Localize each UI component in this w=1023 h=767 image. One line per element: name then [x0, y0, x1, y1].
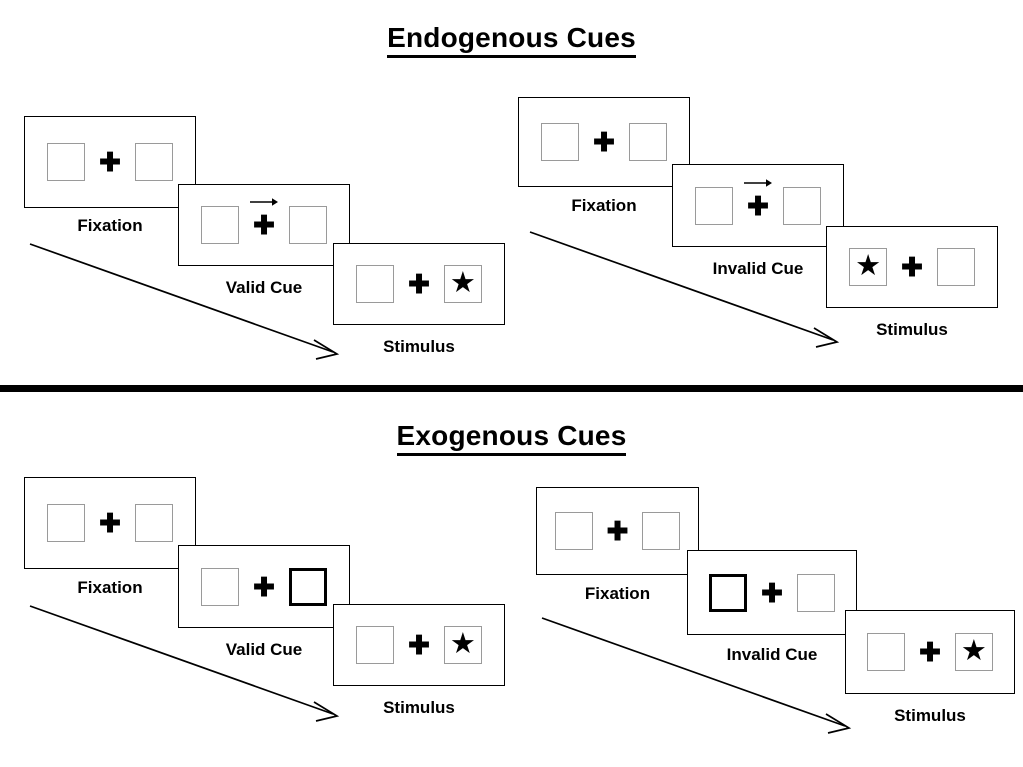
left-box: [201, 567, 240, 606]
frame-exo-invalid-fixation: ✚: [536, 487, 699, 575]
right-box-with-stimulus: ★: [954, 633, 993, 671]
fixation-cross-icon: ✚: [901, 252, 923, 282]
star-icon: ★: [960, 634, 987, 667]
fixation-cross-icon: ✚: [408, 630, 430, 660]
right-box: [288, 206, 327, 244]
fixation-cross-icon: ✚: [593, 127, 615, 157]
fixation-cross-icon: ✚: [253, 571, 275, 602]
right-box: [628, 123, 667, 161]
frame-label-fixation: Fixation: [77, 578, 143, 597]
frame-endo-valid-cue: ✚: [178, 184, 350, 266]
frame-endo-valid-fixation: ✚: [24, 116, 196, 208]
endogenous-section: Endogenous Cues ✚ Fixation ✚ Valid Cue ✚: [0, 22, 1023, 360]
frame-label-fixation: Fixation: [77, 216, 143, 235]
left-box: [695, 186, 734, 225]
left-box-cued: [709, 573, 748, 612]
frame-endo-invalid-fixation: ✚: [518, 97, 690, 187]
right-box: [134, 504, 173, 542]
right-box-with-stimulus: ★: [443, 626, 482, 664]
right-arrow-icon: [743, 178, 772, 187]
fixation-cross-icon: ✚: [249, 198, 278, 238]
right-box-with-stimulus: ★: [443, 265, 482, 303]
frame-endo-invalid-stimulus: ★ ✚: [826, 226, 998, 308]
right-box-cued: [288, 567, 327, 606]
frame-label-stimulus: Stimulus: [876, 320, 948, 339]
right-box: [642, 512, 681, 550]
endogenous-section-title: Endogenous Cues: [0, 22, 1023, 58]
frame-exo-valid-cue: ✚: [178, 545, 350, 628]
left-box: [201, 206, 240, 244]
exogenous-section: Exogenous Cues ✚ Fixation ✚ Valid Cue ✚ …: [0, 392, 1023, 767]
fixation-cross-icon: ✚: [606, 516, 629, 546]
right-box: [796, 573, 835, 612]
frame-label-fixation: Fixation: [571, 196, 637, 215]
frame-label-valid-cue: Valid Cue: [225, 278, 303, 297]
frame-label-valid-cue: Valid Cue: [225, 640, 303, 659]
frame-label-fixation: Fixation: [584, 584, 651, 603]
left-box: [541, 123, 580, 161]
frame-exo-valid-fixation: ✚: [24, 477, 196, 569]
frame-label-stimulus: Stimulus: [383, 698, 455, 717]
frame-label-stimulus: Stimulus: [383, 337, 455, 356]
right-box: [134, 143, 173, 181]
frame-exo-valid-stimulus: ✚ ★: [333, 604, 505, 686]
fixation-cross-icon: ✚: [99, 147, 121, 177]
left-box: [356, 626, 395, 664]
fixation-cross-icon: ✚: [919, 637, 941, 667]
right-arrow-icon: [249, 198, 278, 206]
star-icon: ★: [855, 249, 882, 282]
right-box: [936, 248, 975, 286]
left-box-with-stimulus: ★: [849, 248, 888, 286]
left-box: [47, 504, 86, 542]
left-box: [867, 633, 906, 671]
frame-endo-invalid-cue: ✚: [672, 164, 844, 247]
fixation-cross-icon: ✚: [761, 577, 783, 608]
frame-label-stimulus: Stimulus: [894, 706, 966, 725]
frame-label-invalid-cue: Invalid Cue: [712, 259, 804, 278]
fixation-cross-icon: ✚: [99, 508, 121, 538]
frame-exo-invalid-stimulus: ✚ ★: [845, 610, 1015, 694]
frame-endo-valid-stimulus: ✚ ★: [333, 243, 505, 325]
fixation-cross-icon: ✚: [743, 178, 772, 219]
exogenous-section-title: Exogenous Cues: [0, 420, 1023, 456]
section-divider: [0, 385, 1023, 392]
star-icon: ★: [449, 627, 476, 660]
endogenous-title-text: Endogenous Cues: [387, 22, 636, 58]
frame-exo-invalid-cue: ✚: [687, 550, 857, 635]
right-box: [782, 186, 821, 225]
frame-label-invalid-cue: Invalid Cue: [726, 645, 818, 664]
left-box: [554, 512, 593, 550]
left-box: [356, 265, 395, 303]
left-box: [47, 143, 86, 181]
star-icon: ★: [449, 266, 476, 299]
fixation-cross-icon: ✚: [408, 269, 430, 299]
exogenous-title-text: Exogenous Cues: [396, 420, 627, 456]
